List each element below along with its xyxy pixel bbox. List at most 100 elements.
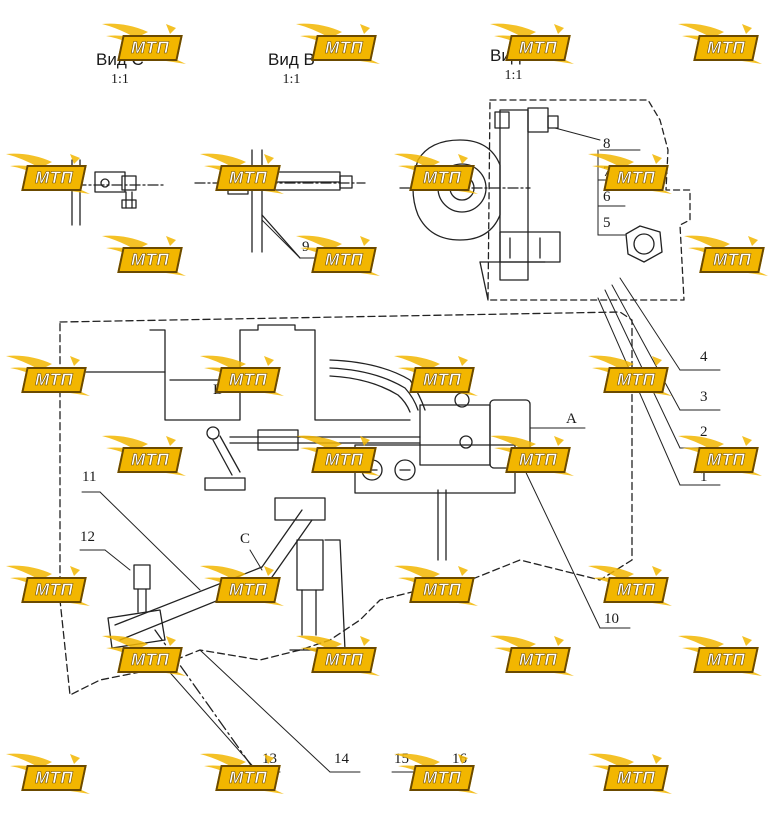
callout-9: 9 <box>302 239 310 255</box>
watermark-badge: МТП <box>215 165 281 191</box>
watermark-badge: МТП <box>117 35 183 61</box>
watermark-badge: МТП <box>409 765 475 791</box>
mtp-watermark-logo: МТП <box>484 630 580 682</box>
watermark-badge: МТП <box>603 765 669 791</box>
mtp-watermark-logo: МТП <box>484 18 580 70</box>
watermark-text: МТП <box>616 768 656 788</box>
mtp-watermark-logo: МТП <box>96 630 192 682</box>
watermark-text: МТП <box>130 450 170 470</box>
watermark-text: МТП <box>712 250 752 270</box>
mtp-watermark-logo: МТП <box>96 230 192 282</box>
mtp-watermark-logo: МТП <box>290 430 386 482</box>
main-assembly-drawing <box>59 311 633 786</box>
watermark-text: МТП <box>324 450 364 470</box>
callout-3: 3 <box>700 389 708 405</box>
watermark-badge: МТП <box>215 367 281 393</box>
view-a-drawing <box>399 99 691 301</box>
mtp-watermark-logo: МТП <box>194 560 290 612</box>
watermark-text: МТП <box>616 370 656 390</box>
watermark-text: МТП <box>518 38 558 58</box>
callout-10: 10 <box>604 611 619 627</box>
watermark-text: МТП <box>324 250 364 270</box>
watermark-badge: МТП <box>311 647 377 673</box>
watermark-text: МТП <box>706 38 746 58</box>
watermark-text: МТП <box>228 370 268 390</box>
watermark-text: МТП <box>706 650 746 670</box>
watermark-badge: МТП <box>409 165 475 191</box>
watermark-badge: МТП <box>21 367 87 393</box>
letter-c: С <box>240 531 251 547</box>
watermark-badge: МТП <box>505 447 571 473</box>
watermark-text: МТП <box>324 650 364 670</box>
watermark-text: МТП <box>518 450 558 470</box>
mtp-watermark-logo: МТП <box>388 148 484 200</box>
mtp-watermark-logo: МТП <box>388 748 484 800</box>
watermark-badge: МТП <box>505 647 571 673</box>
watermark-badge: МТП <box>693 647 759 673</box>
watermark-text: МТП <box>616 580 656 600</box>
watermark-text: МТП <box>34 370 74 390</box>
view-c-scale: 1:1 <box>110 72 129 87</box>
watermark-badge: МТП <box>311 247 377 273</box>
view-b-title: Вид В 1:1 <box>268 50 315 88</box>
watermark-badge: МТП <box>21 765 87 791</box>
mtp-watermark-logo: МТП <box>672 630 768 682</box>
mtp-watermark-logo: МТП <box>290 230 386 282</box>
mtp-watermark-logo: МТП <box>672 430 768 482</box>
watermark-text: МТП <box>228 580 268 600</box>
watermark-badge: МТП <box>215 577 281 603</box>
mtp-watermark-logo: МТП <box>388 560 484 612</box>
callout-14: 14 <box>334 751 349 767</box>
mtp-watermark-logo: МТП <box>582 148 678 200</box>
view-b-label: Вид В <box>268 50 315 69</box>
mtp-watermark-logo: МТП <box>96 430 192 482</box>
watermark-text: МТП <box>616 168 656 188</box>
mtp-watermark-logo: МТП <box>582 748 678 800</box>
watermark-badge: МТП <box>21 577 87 603</box>
watermark-badge: МТП <box>311 35 377 61</box>
watermark-badge: МТП <box>603 577 669 603</box>
mtp-watermark-logo: МТП <box>194 148 290 200</box>
watermark-text: МТП <box>324 38 364 58</box>
mtp-watermark-logo: МТП <box>582 560 678 612</box>
watermark-text: МТП <box>130 250 170 270</box>
watermark-badge: МТП <box>693 447 759 473</box>
watermark-badge: МТП <box>505 35 571 61</box>
watermark-text: МТП <box>422 168 462 188</box>
watermark-text: МТП <box>422 580 462 600</box>
mtp-watermark-logo: МТП <box>0 350 96 402</box>
mtp-watermark-logo: МТП <box>0 148 96 200</box>
watermark-text: МТП <box>422 370 462 390</box>
watermark-badge: МТП <box>311 447 377 473</box>
watermark-badge: МТП <box>409 367 475 393</box>
callout-12: 12 <box>80 529 95 545</box>
mtp-watermark-logo: МТП <box>194 748 290 800</box>
watermark-badge: МТП <box>21 165 87 191</box>
callout-8: 8 <box>603 136 611 152</box>
mtp-watermark-logo: МТП <box>290 630 386 682</box>
mtp-watermark-logo: МТП <box>484 430 580 482</box>
mtp-watermark-logo: МТП <box>194 350 290 402</box>
watermark-text: МТП <box>34 768 74 788</box>
mtp-watermark-logo: МТП <box>388 350 484 402</box>
watermark-text: МТП <box>422 768 462 788</box>
watermark-text: МТП <box>228 768 268 788</box>
watermark-text: МТП <box>34 580 74 600</box>
callout-4: 4 <box>700 349 708 365</box>
callout-11: 11 <box>82 469 97 485</box>
mtp-watermark-logo: МТП <box>672 18 768 70</box>
watermark-badge: МТП <box>409 577 475 603</box>
letter-a: А <box>566 411 577 427</box>
watermark-text: МТП <box>34 168 74 188</box>
watermark-text: МТП <box>228 168 268 188</box>
watermark-text: МТП <box>130 38 170 58</box>
view-b-scale: 1:1 <box>282 72 301 87</box>
watermark-text: МТП <box>518 650 558 670</box>
mtp-watermark-logo: МТП <box>582 350 678 402</box>
mtp-watermark-logo: МТП <box>678 230 768 282</box>
watermark-badge: МТП <box>117 647 183 673</box>
mtp-watermark-logo: МТП <box>0 560 96 612</box>
watermark-text: МТП <box>706 450 746 470</box>
mtp-watermark-logo: МТП <box>96 18 192 70</box>
